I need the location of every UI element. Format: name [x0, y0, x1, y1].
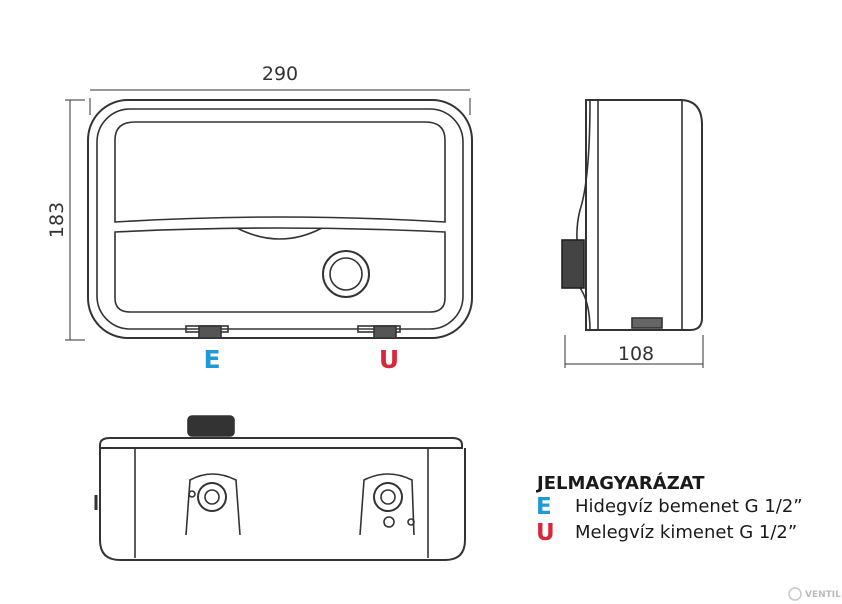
bottom-inlet-bracket [185, 473, 241, 536]
bottom-outlet-nut [373, 482, 403, 512]
bottom-housing [99, 448, 466, 561]
bottom-inlet-nut [197, 482, 227, 512]
legend-inlet-text: Hidegvíz bemenet G 1/2” [575, 496, 803, 517]
side-knob [561, 239, 585, 289]
legend-inlet-letter: E [536, 494, 552, 520]
outlet-fitting [373, 325, 397, 339]
front-upper-panel [114, 121, 446, 223]
bottom-outlet-bracket [359, 473, 415, 536]
legend-outlet-letter: U [536, 520, 555, 546]
legend-title: JELMAGYARÁZAT [535, 472, 705, 494]
bottom-outlet-screw [407, 518, 415, 526]
width-dimension-label: 290 [262, 63, 298, 85]
watermark: VENTIL [788, 587, 841, 601]
side-fitting [631, 317, 663, 329]
control-knob-outer [322, 250, 370, 298]
bottom-inlet-bore [204, 489, 220, 505]
inlet-connection-label: E [203, 345, 220, 374]
side-front-curve-bottom [577, 284, 591, 331]
bottom-view [94, 415, 466, 561]
side-housing [585, 99, 703, 331]
inlet-fitting [198, 325, 222, 339]
front-view [65, 89, 473, 341]
bottom-outlet-bore [380, 489, 396, 505]
front-panel-notch [236, 227, 323, 240]
front-lower-panel [114, 227, 446, 313]
outlet-connection-label: U [379, 345, 399, 374]
bottom-outlet-valve [383, 516, 395, 528]
side-front-curve-top [576, 99, 591, 251]
bottom-top-edge [99, 437, 463, 449]
watermark-logo-icon [788, 587, 802, 601]
side-view [561, 99, 704, 368]
legend: JELMAGYARÁZAT E Hidegvíz bemenet G 1/2” … [535, 472, 803, 546]
depth-dimension-label: 108 [618, 343, 654, 365]
watermark-text: VENTIL [805, 590, 841, 600]
control-knob-inner [329, 257, 363, 291]
bottom-inlet-screw [188, 490, 196, 498]
height-dimension-label: 183 [46, 202, 68, 238]
legend-outlet-text: Melegvíz kimenet G 1/2” [575, 522, 797, 543]
bottom-knob [187, 415, 235, 437]
housing-outer [87, 99, 473, 339]
housing-bezel [96, 108, 464, 330]
